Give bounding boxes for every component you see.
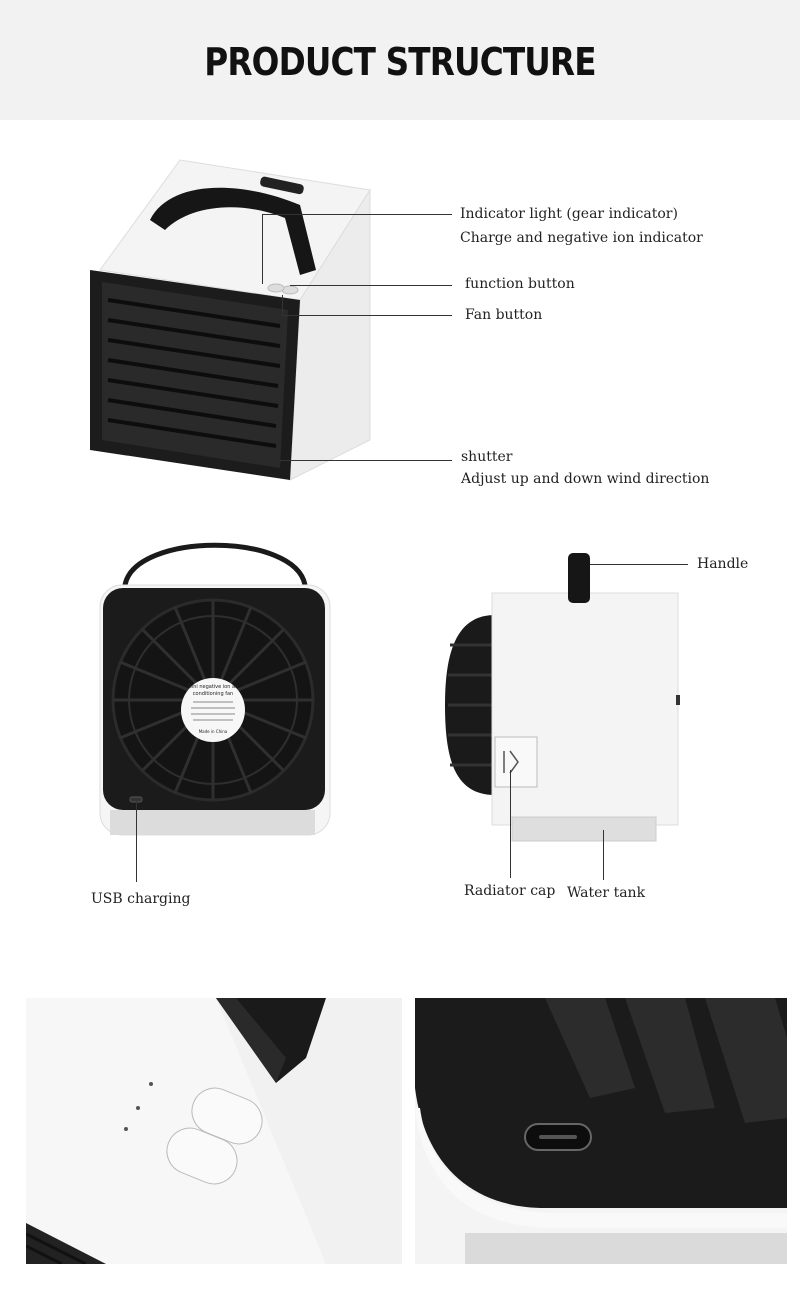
sticker-line3: Made in China — [199, 729, 228, 734]
label-usb-charging: USB charging — [91, 891, 191, 907]
label-function-button: function button — [465, 276, 575, 292]
product-image-side — [445, 553, 680, 842]
label-indicator-sub: Charge and negative ion indicator — [460, 230, 703, 246]
callout-line-fan — [282, 315, 452, 316]
label-shutter: shutter — [461, 449, 513, 465]
callout-line-indicator-drop — [262, 214, 263, 284]
callout-line-water-tank — [603, 830, 604, 880]
callout-line-function — [290, 285, 452, 286]
sticker-line1: Mini negative ion air — [187, 684, 239, 690]
product-image-back-fan: Mini negative ion air conditioning fan M… — [99, 542, 331, 836]
detail-image-buttons — [26, 998, 402, 1264]
label-shutter-sub: Adjust up and down wind direction — [461, 471, 710, 487]
callout-line-usb — [136, 800, 137, 882]
callout-line-fan-drop — [282, 295, 283, 315]
page-title: PRODUCT STRUCTURE — [204, 40, 596, 84]
callout-line-handle — [590, 564, 688, 565]
sticker-line2: conditioning fan — [193, 691, 233, 697]
detail-image-usb-port — [415, 998, 787, 1264]
callout-line-radiator — [510, 770, 511, 878]
label-radiator-cap: Radiator cap — [464, 883, 556, 899]
header-banner: PRODUCT STRUCTURE — [0, 0, 800, 120]
label-indicator-light: Indicator light (gear indicator) — [460, 206, 678, 222]
label-handle: Handle — [697, 556, 749, 572]
label-water-tank: Water tank — [567, 885, 646, 901]
product-image-front-angle — [90, 159, 371, 481]
callout-line-shutter — [280, 460, 452, 461]
callout-line-indicator — [262, 214, 452, 215]
label-fan-button: Fan button — [465, 307, 543, 323]
